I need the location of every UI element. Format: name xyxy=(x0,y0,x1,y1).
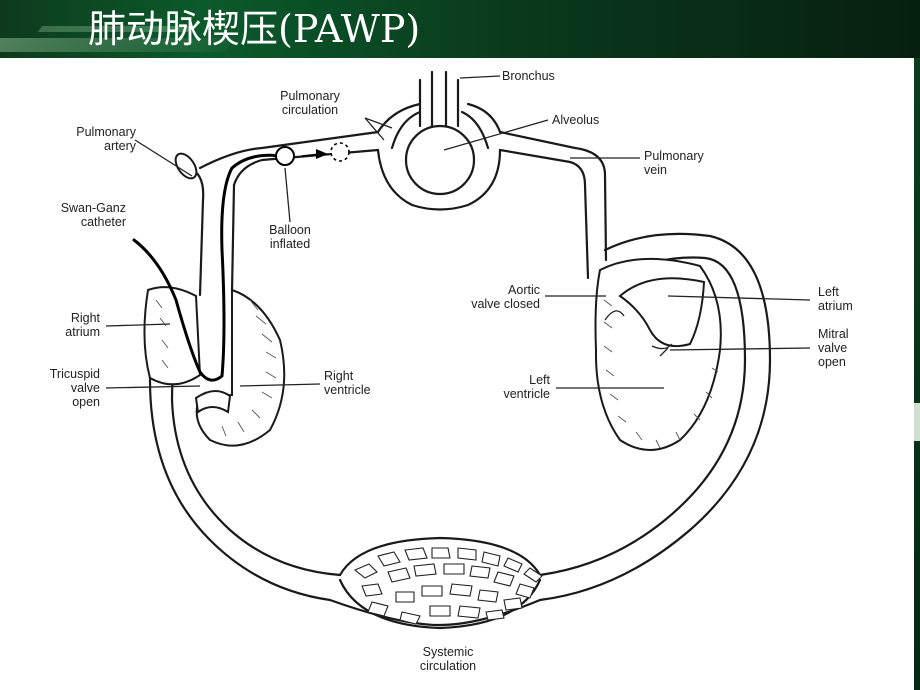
label-mitral-valve-3: open xyxy=(818,355,846,369)
label-mitral-valve-2: valve xyxy=(818,341,847,355)
label-pulmonary-artery-1: Pulmonary xyxy=(76,125,136,139)
leader-lines xyxy=(105,75,811,389)
label-aortic-valve-1: Aortic xyxy=(508,283,540,297)
label-tricuspid-1: Tricuspid xyxy=(50,367,100,381)
label-right-ventricle-2: ventricle xyxy=(324,383,371,397)
label-bronchus: Bronchus xyxy=(502,69,555,83)
label-pulmonary-vein-2: vein xyxy=(644,163,667,177)
systemic-loop-vessel xyxy=(148,232,772,630)
right-edge-notch xyxy=(914,403,920,441)
label-tricuspid-3: open xyxy=(72,395,100,409)
label-right-ventricle-1: Right xyxy=(324,369,354,383)
label-right-atrium-1: Right xyxy=(71,311,101,325)
alveolus-structure xyxy=(376,70,502,211)
label-swan-ganz-2: catheter xyxy=(81,215,126,229)
pulmonary-vein-vessel xyxy=(498,130,608,280)
label-left-atrium-1: Left xyxy=(818,285,839,299)
label-tricuspid-2: valve xyxy=(71,381,100,395)
label-mitral-valve-1: Mitral xyxy=(818,327,849,341)
label-pulmonary-artery-2: artery xyxy=(104,139,137,153)
label-left-atrium-2: atrium xyxy=(818,299,853,313)
diagram-labels: Bronchus Pulmonary circulation Alveolus … xyxy=(50,69,853,673)
pulmonary-artery-vessel xyxy=(174,130,380,297)
systemic-capillary-bed xyxy=(353,547,543,625)
label-right-atrium-2: atrium xyxy=(65,325,100,339)
label-pulmonary-circulation-1: Pulmonary xyxy=(280,89,340,103)
label-balloon-1: Balloon xyxy=(269,223,311,237)
label-pulmonary-circulation-2: circulation xyxy=(282,103,338,117)
title-bar: 肺动脉楔压(PAWP) xyxy=(0,0,920,58)
label-aortic-valve-2: valve closed xyxy=(471,297,540,311)
slide-title: 肺动脉楔压(PAWP) xyxy=(88,7,421,51)
right-heart xyxy=(143,286,286,447)
label-left-ventricle-2: ventricle xyxy=(503,387,550,401)
swan-ganz-catheter xyxy=(132,142,350,382)
label-balloon-2: inflated xyxy=(270,237,310,251)
label-alveolus: Alveolus xyxy=(552,113,599,127)
label-pulmonary-vein-1: Pulmonary xyxy=(644,149,704,163)
right-edge-bar xyxy=(914,58,920,690)
left-heart xyxy=(594,257,722,451)
label-left-ventricle-1: Left xyxy=(529,373,550,387)
pawp-diagram: Bronchus Pulmonary circulation Alveolus … xyxy=(50,69,853,673)
label-systemic-1: Systemic xyxy=(423,645,474,659)
label-swan-ganz-1: Swan-Ganz xyxy=(61,201,126,215)
label-systemic-2: circulation xyxy=(420,659,476,673)
